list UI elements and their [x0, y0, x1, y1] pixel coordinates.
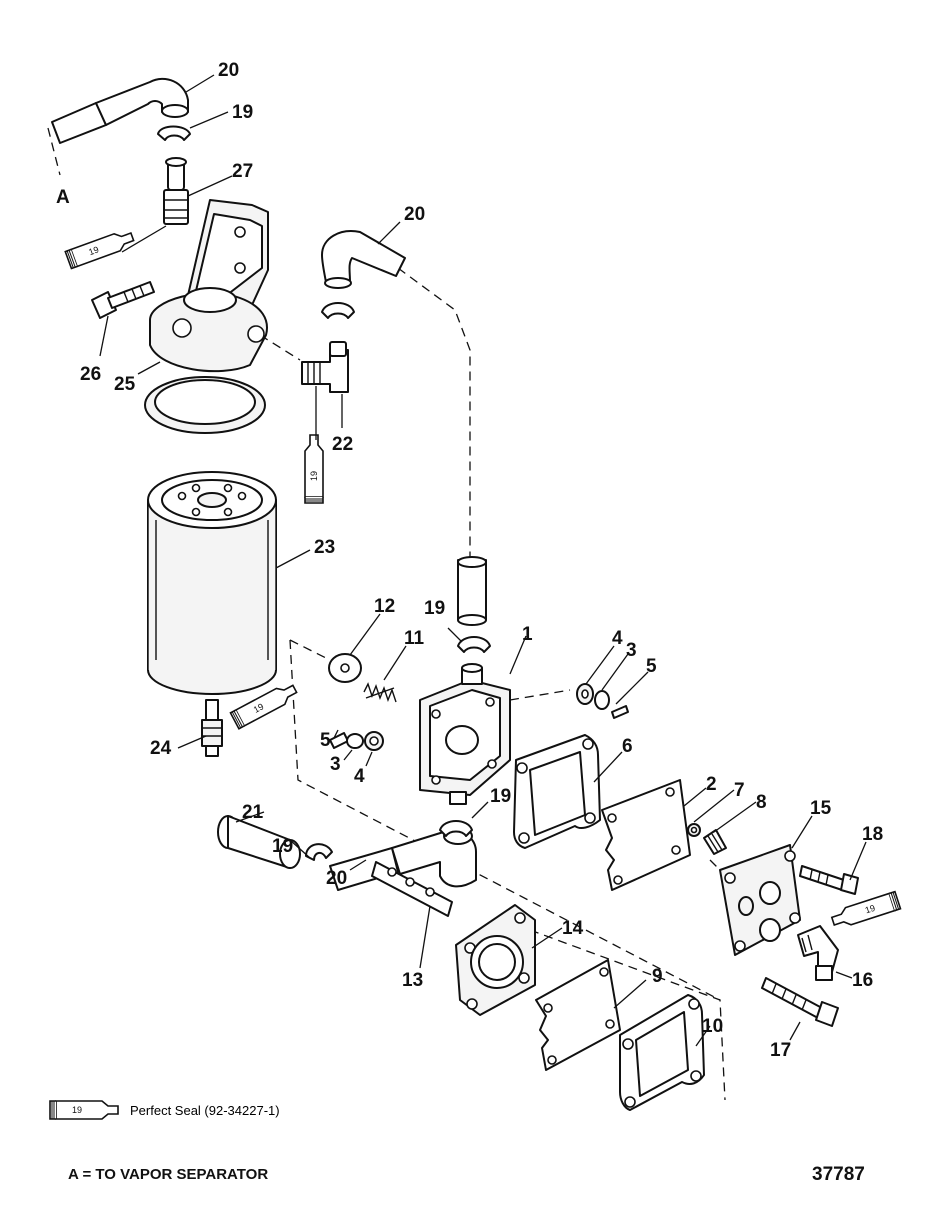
callout-10: 10: [702, 1016, 723, 1037]
check-valve-pin-5-left: [329, 732, 349, 749]
callout-3: 3: [330, 754, 341, 775]
callout-19: 19: [490, 786, 511, 807]
callout-24: 24: [150, 738, 172, 759]
callout-19: 19: [232, 102, 253, 123]
svg-text:19: 19: [87, 244, 100, 257]
leader-lines: [99, 74, 867, 1047]
pump-cover-15: [719, 844, 801, 956]
callout-13: 13: [402, 970, 423, 991]
pump-housing-14: [455, 904, 536, 1016]
diaphragm-9: [535, 959, 621, 1071]
svg-text:19: 19: [309, 471, 319, 481]
callout-16: 16: [852, 970, 873, 991]
callout-2: 2: [706, 774, 717, 795]
hose-barb-fitting-27: [163, 157, 189, 225]
fuel-hose-top-left: [51, 77, 189, 144]
callout-23: 23: [314, 537, 335, 558]
callout-6: 6: [622, 736, 633, 757]
spring-11: [363, 682, 397, 703]
mounting-bolt-26: [91, 281, 155, 319]
fuel-hose-vertical: [457, 556, 487, 626]
callout-15: 15: [810, 798, 832, 819]
vapor-separator-note: A = TO VAPOR SEPARATOR: [68, 1166, 269, 1183]
callout-17: 17: [770, 1040, 791, 1061]
hose-clip-top: [157, 125, 191, 141]
routing-line-right: [509, 689, 571, 701]
callout-20: 20: [218, 60, 239, 81]
check-valve-pin-5-right: [611, 705, 629, 719]
callout-7: 7: [734, 780, 745, 801]
callout-20: 20: [326, 868, 347, 889]
callout-19: 19: [424, 598, 445, 619]
callout-25: 25: [114, 374, 136, 395]
washer-7: [687, 823, 701, 837]
check-valve-seal-4-right: [576, 683, 594, 705]
elbow-fitting-16: [797, 925, 839, 981]
spring-8: [703, 829, 727, 855]
callout-3: 3: [626, 640, 637, 661]
callout-5: 5: [646, 656, 657, 677]
diaphragm-disc-12: [328, 653, 362, 683]
callout-4: 4: [612, 628, 623, 649]
sealant-tube-elbow: 19: [829, 890, 902, 931]
sealant-tube-top: 19: [64, 227, 137, 270]
water-sensor-24: [201, 699, 223, 757]
cover-bolt-18: [799, 865, 859, 895]
callout-19: 19: [272, 836, 293, 857]
link-plate-13: [371, 861, 453, 917]
callout-11: 11: [404, 628, 425, 649]
callout-1: 1: [522, 624, 533, 645]
filter-head-25: [149, 199, 269, 373]
check-valve-disc-3-left: [346, 733, 364, 749]
hose-clip-pump-top: [457, 636, 491, 653]
callout-26: 26: [80, 364, 101, 385]
callout-5: 5: [320, 730, 331, 751]
svg-text:19: 19: [252, 701, 266, 715]
hose-clip-upper-right: [321, 302, 355, 319]
routing-line-box-top: [289, 639, 331, 661]
fuel-pump-body-1: [419, 663, 511, 805]
callout-8: 8: [756, 792, 767, 813]
check-valve-21: [217, 815, 301, 869]
callout-27: 27: [232, 161, 253, 182]
sealant-tube-fitting: 19: [304, 434, 324, 504]
routing-line-fitting: [259, 334, 301, 361]
diaphragm-2: [601, 779, 691, 891]
callout-22: 22: [332, 434, 353, 455]
callout-labels: 20 19 27 20 26 25 22 23 12 11 19 1 4 3 5…: [56, 60, 883, 1061]
check-valve-disc-3-right: [594, 690, 610, 710]
sealant-tube-sensor: 19: [229, 680, 300, 730]
callout-12: 12: [374, 596, 395, 617]
check-valve-seal-4-left: [364, 731, 384, 751]
elbow-fitting-22: [301, 341, 349, 393]
figure-number: 37787: [812, 1164, 865, 1185]
marker-a: A: [56, 187, 70, 208]
callout-9: 9: [652, 966, 663, 987]
routing-line-lower: [529, 929, 726, 1101]
routing-line-a: [47, 127, 61, 176]
callout-4: 4: [354, 766, 365, 787]
callout-21: 21: [242, 802, 264, 823]
callout-18: 18: [862, 824, 883, 845]
hose-clip-pump-bottom: [439, 820, 473, 837]
legend-text: Perfect Seal (92-34227-1): [130, 1103, 280, 1118]
gasket-10: [619, 994, 705, 1111]
hose-clip-lower-left: [305, 843, 333, 861]
legend-sealant-tube: 19: [49, 1100, 119, 1120]
fuel-hose-top-right: [321, 230, 406, 289]
callout-14: 14: [562, 918, 584, 939]
callout-20: 20: [404, 204, 425, 225]
fuel-filter-canister-23: [147, 471, 277, 695]
svg-text:19: 19: [72, 1105, 82, 1115]
gasket-6: [513, 734, 601, 849]
cover-bolt-17: [761, 977, 839, 1027]
routing-line-hose-top: [397, 267, 471, 560]
svg-text:19: 19: [864, 903, 877, 916]
filter-seal-ring: [144, 376, 266, 434]
